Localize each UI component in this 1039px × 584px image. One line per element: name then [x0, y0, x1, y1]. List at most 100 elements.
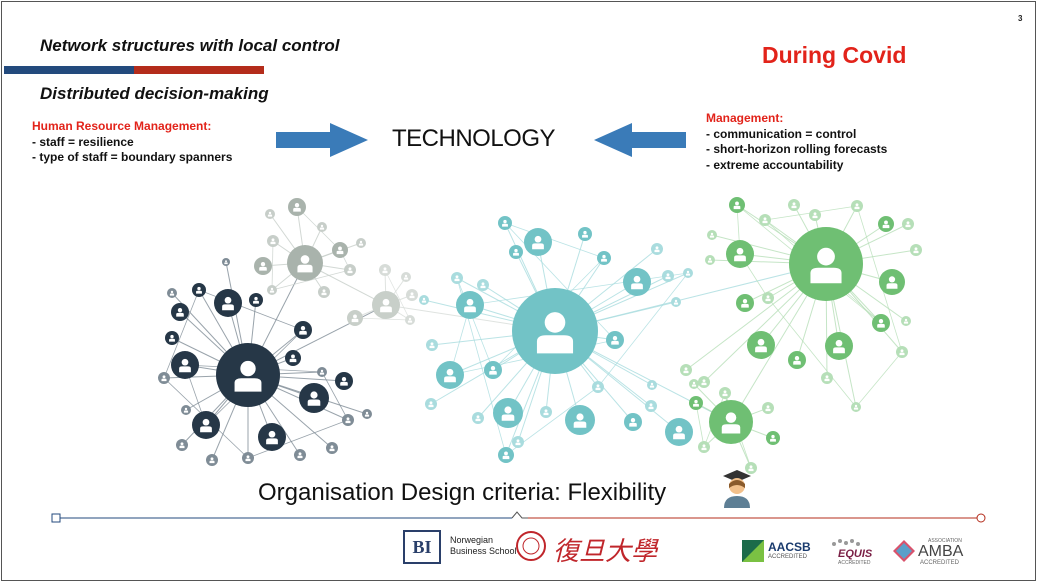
person-icon — [171, 351, 199, 379]
person-icon — [249, 293, 263, 307]
person-icon — [317, 367, 327, 377]
network-link — [855, 351, 903, 408]
management-heading: Management: — [706, 111, 784, 125]
hrm-heading: Human Resource Management: — [32, 119, 212, 133]
person-icon — [406, 289, 418, 301]
person-icon — [645, 400, 657, 412]
equis-sub: ACCREDITED — [838, 560, 871, 566]
management-item: - communication = control — [706, 127, 857, 141]
person-icon — [592, 381, 604, 393]
person-icon — [258, 423, 286, 451]
person-icon — [671, 297, 681, 307]
person-icon — [419, 295, 429, 305]
person-icon — [294, 321, 312, 339]
person-icon — [165, 331, 179, 345]
person-icon — [362, 409, 372, 419]
person-icon — [512, 436, 524, 448]
person-icon — [222, 258, 230, 266]
network-link — [767, 297, 857, 408]
person-icon — [158, 372, 170, 384]
person-icon — [379, 264, 391, 276]
arrow-right-icon — [276, 123, 368, 157]
person-icon — [896, 346, 908, 358]
person-icon — [726, 240, 754, 268]
person-icon — [287, 245, 323, 281]
person-icon — [578, 227, 592, 241]
person-icon — [788, 351, 806, 369]
person-icon — [288, 198, 306, 216]
person-icon — [689, 379, 699, 389]
person-icon — [825, 332, 853, 360]
timeline-end-marker — [976, 513, 986, 523]
person-icon — [171, 303, 189, 321]
management-item: - short-horizon rolling forecasts — [706, 142, 888, 156]
person-icon — [192, 411, 220, 439]
aacsb-label: AACSB — [768, 540, 811, 554]
person-icon — [214, 289, 242, 317]
network-link — [504, 222, 605, 259]
person-icon — [651, 243, 663, 255]
network-link — [695, 402, 705, 448]
network-link — [469, 272, 689, 306]
person-icon — [509, 245, 523, 259]
network-link — [163, 289, 200, 379]
management-item: - extreme accountability — [706, 158, 844, 172]
during-covid-label: During Covid — [762, 42, 907, 68]
person-icon — [698, 441, 710, 453]
person-icon — [426, 339, 438, 351]
person-icon — [326, 442, 338, 454]
network-link — [247, 419, 349, 459]
slide-title: Network structures with local control — [40, 36, 340, 55]
person-icon — [216, 343, 280, 407]
person-icon — [665, 418, 693, 446]
person-icon — [872, 314, 890, 332]
arrow-left-icon — [594, 123, 686, 157]
person-icon — [698, 376, 710, 388]
person-icon — [745, 462, 757, 474]
person-icon — [318, 286, 330, 298]
person-icon — [317, 222, 327, 232]
person-icon — [498, 216, 512, 230]
person-icon — [689, 396, 703, 410]
network-link — [597, 272, 689, 388]
person-icon — [662, 270, 674, 282]
person-icon — [332, 242, 348, 258]
hrm-item: - staff = resilience — [32, 135, 134, 149]
person-icon — [206, 454, 218, 466]
person-icon — [719, 387, 731, 399]
bi-name-line2: Business School — [450, 546, 517, 556]
hrm-item: - type of staff = boundary spanners — [32, 150, 233, 164]
person-icon — [181, 405, 191, 415]
person-icon — [242, 452, 254, 464]
bi-name-line1: Norwegian — [450, 535, 494, 545]
person-icon — [299, 383, 329, 413]
person-icon — [647, 380, 657, 390]
network-link — [384, 269, 411, 321]
person-icon — [705, 255, 715, 265]
person-icon — [451, 272, 463, 284]
slide-number: 3 — [1018, 14, 1023, 23]
person-icon — [878, 216, 894, 232]
person-icon — [597, 251, 611, 265]
person-icon — [267, 235, 279, 247]
person-icon — [347, 310, 363, 326]
person-icon — [167, 288, 177, 298]
person-icon — [707, 230, 717, 240]
teacher-emoji-icon — [723, 470, 751, 508]
person-icon — [335, 372, 353, 390]
bi-logo: BI — [403, 530, 441, 564]
person-icon — [540, 406, 552, 418]
person-icon — [762, 292, 774, 304]
person-icon — [512, 288, 598, 374]
aacsb-icon — [742, 540, 764, 562]
network-link — [354, 317, 411, 321]
person-icon — [401, 272, 411, 282]
person-icon — [405, 315, 415, 325]
network-link — [271, 240, 274, 291]
person-icon — [851, 402, 861, 412]
person-icon — [267, 285, 277, 295]
aacsb-sub: ACCREDITED — [768, 554, 808, 560]
design-criteria: Organisation Design criteria: Flexibilit… — [258, 479, 667, 506]
